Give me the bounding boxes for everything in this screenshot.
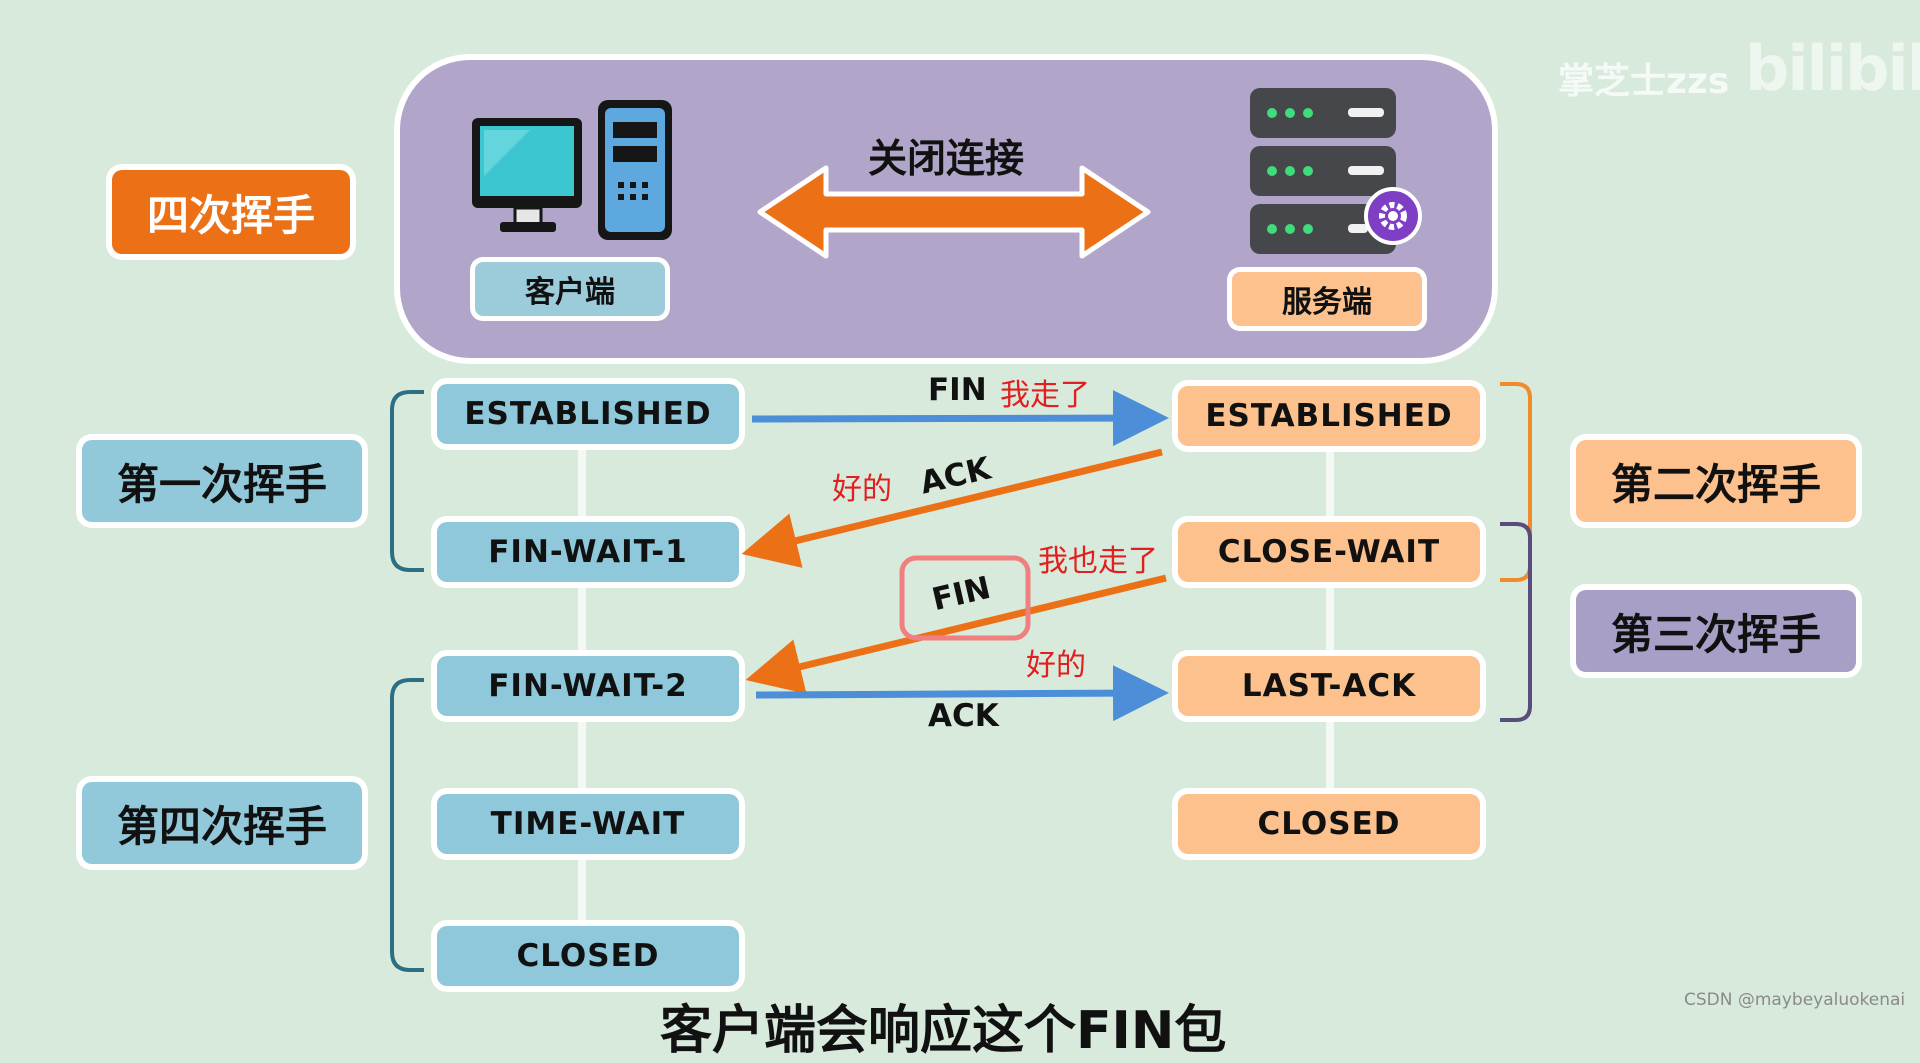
fourth-handshake-bracket <box>390 678 424 972</box>
client-label: 客户端 <box>475 262 665 316</box>
client-state-fin-wait-2: FIN-WAIT-2 <box>437 656 739 716</box>
client-computer-icon <box>472 100 672 240</box>
first-handshake-tag: 第一次挥手 <box>82 440 362 522</box>
fin2-note: 我也走了 <box>1038 544 1158 579</box>
fin1-arrow <box>751 390 1169 447</box>
ack1-note: 好的 <box>832 472 892 507</box>
fin1-label: FIN <box>928 372 987 408</box>
client-state-closed: CLOSED <box>437 926 739 986</box>
double-arrow-icon <box>757 165 1151 259</box>
close-connection-label: 关闭连接 <box>868 137 1025 182</box>
fourth-handshake-tag: 第四次挥手 <box>82 782 362 864</box>
third-handshake-bracket <box>1500 522 1532 722</box>
server-label: 服务端 <box>1232 272 1422 326</box>
bilibili-logo: bilibili <box>1745 32 1920 105</box>
server-state-established: ESTABLISHED <box>1178 386 1480 446</box>
server-state-close-wait: CLOSE-WAIT <box>1178 522 1480 582</box>
second-handshake-bracket <box>1500 382 1532 582</box>
subtitle-caption: 客户端会响应这个FIN包 <box>660 1001 1227 1061</box>
server-timeline <box>1326 440 1334 820</box>
client-state-fin-wait-1: FIN-WAIT-1 <box>437 522 739 582</box>
fin2-arrow <box>745 574 1167 694</box>
second-handshake-tag: 第二次挥手 <box>1576 440 1856 522</box>
ack2-note: 好的 <box>1026 648 1086 683</box>
four-handshake-title: 四次挥手 <box>112 170 350 254</box>
server-state-last-ack: LAST-ACK <box>1178 656 1480 716</box>
first-handshake-bracket <box>390 390 424 572</box>
server-state-closed: CLOSED <box>1178 794 1480 854</box>
fin-highlight-box <box>899 555 1031 641</box>
server-icon <box>1250 88 1422 254</box>
csdn-watermark: CSDN @maybeyaluokenai <box>1684 990 1906 1010</box>
diagram-arrows <box>390 382 1532 972</box>
author-watermark: 掌芝士zzs <box>1558 61 1730 102</box>
ack2-arrow <box>755 665 1169 722</box>
fin1-note: 我走了 <box>1000 378 1090 413</box>
third-handshake-tag: 第三次挥手 <box>1576 590 1856 672</box>
ack2-label: ACK <box>928 698 999 734</box>
client-state-established: ESTABLISHED <box>437 384 739 444</box>
ack1-arrow <box>741 448 1163 568</box>
client-state-time-wait: TIME-WAIT <box>437 794 739 854</box>
